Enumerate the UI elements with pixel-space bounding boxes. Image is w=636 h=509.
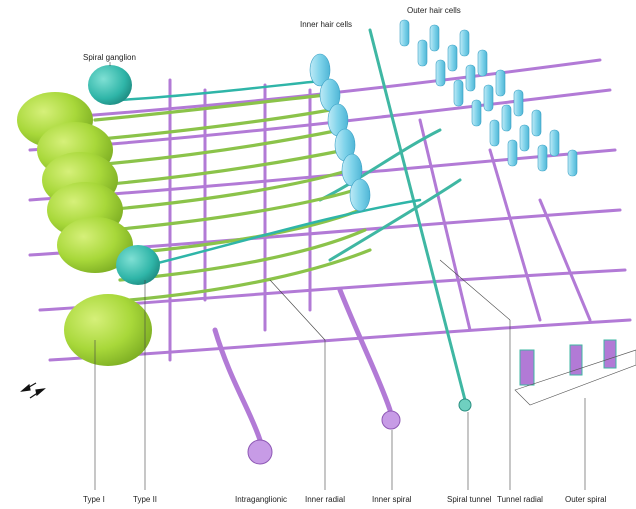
spiral-tunnel-cut-end: [459, 399, 471, 411]
label-type-ii: Type II: [133, 495, 157, 504]
label-spiral-ganglion: Spiral ganglion: [83, 53, 136, 62]
label-inner-hair-cells: Inner hair cells: [300, 20, 352, 29]
label-inner-radial: Inner radial: [305, 495, 345, 504]
label-outer-spiral: Outer spiral: [565, 495, 607, 504]
label-inner-spiral: Inner spiral: [372, 495, 412, 504]
inner-spiral-bundle: [340, 290, 390, 410]
type-i-neuron-front: [64, 294, 152, 366]
label-intraganglionic: Intraganglionic: [235, 495, 287, 504]
label-type-i: Type I: [83, 495, 105, 504]
direction-arrows: [22, 383, 44, 398]
inner-spiral-cut-end: [382, 411, 400, 429]
intraganglionic-cut-end: [248, 440, 272, 464]
descending-bundles: [215, 290, 390, 440]
label-tunnel-radial: Tunnel radial: [497, 495, 543, 504]
label-outer-hair-cells: Outer hair cells: [407, 6, 461, 15]
type-ii-neuron-bottom: [116, 245, 160, 285]
type-ii-neuron-top: [88, 65, 132, 105]
label-spiral-tunnel: Spiral tunnel: [447, 495, 492, 504]
